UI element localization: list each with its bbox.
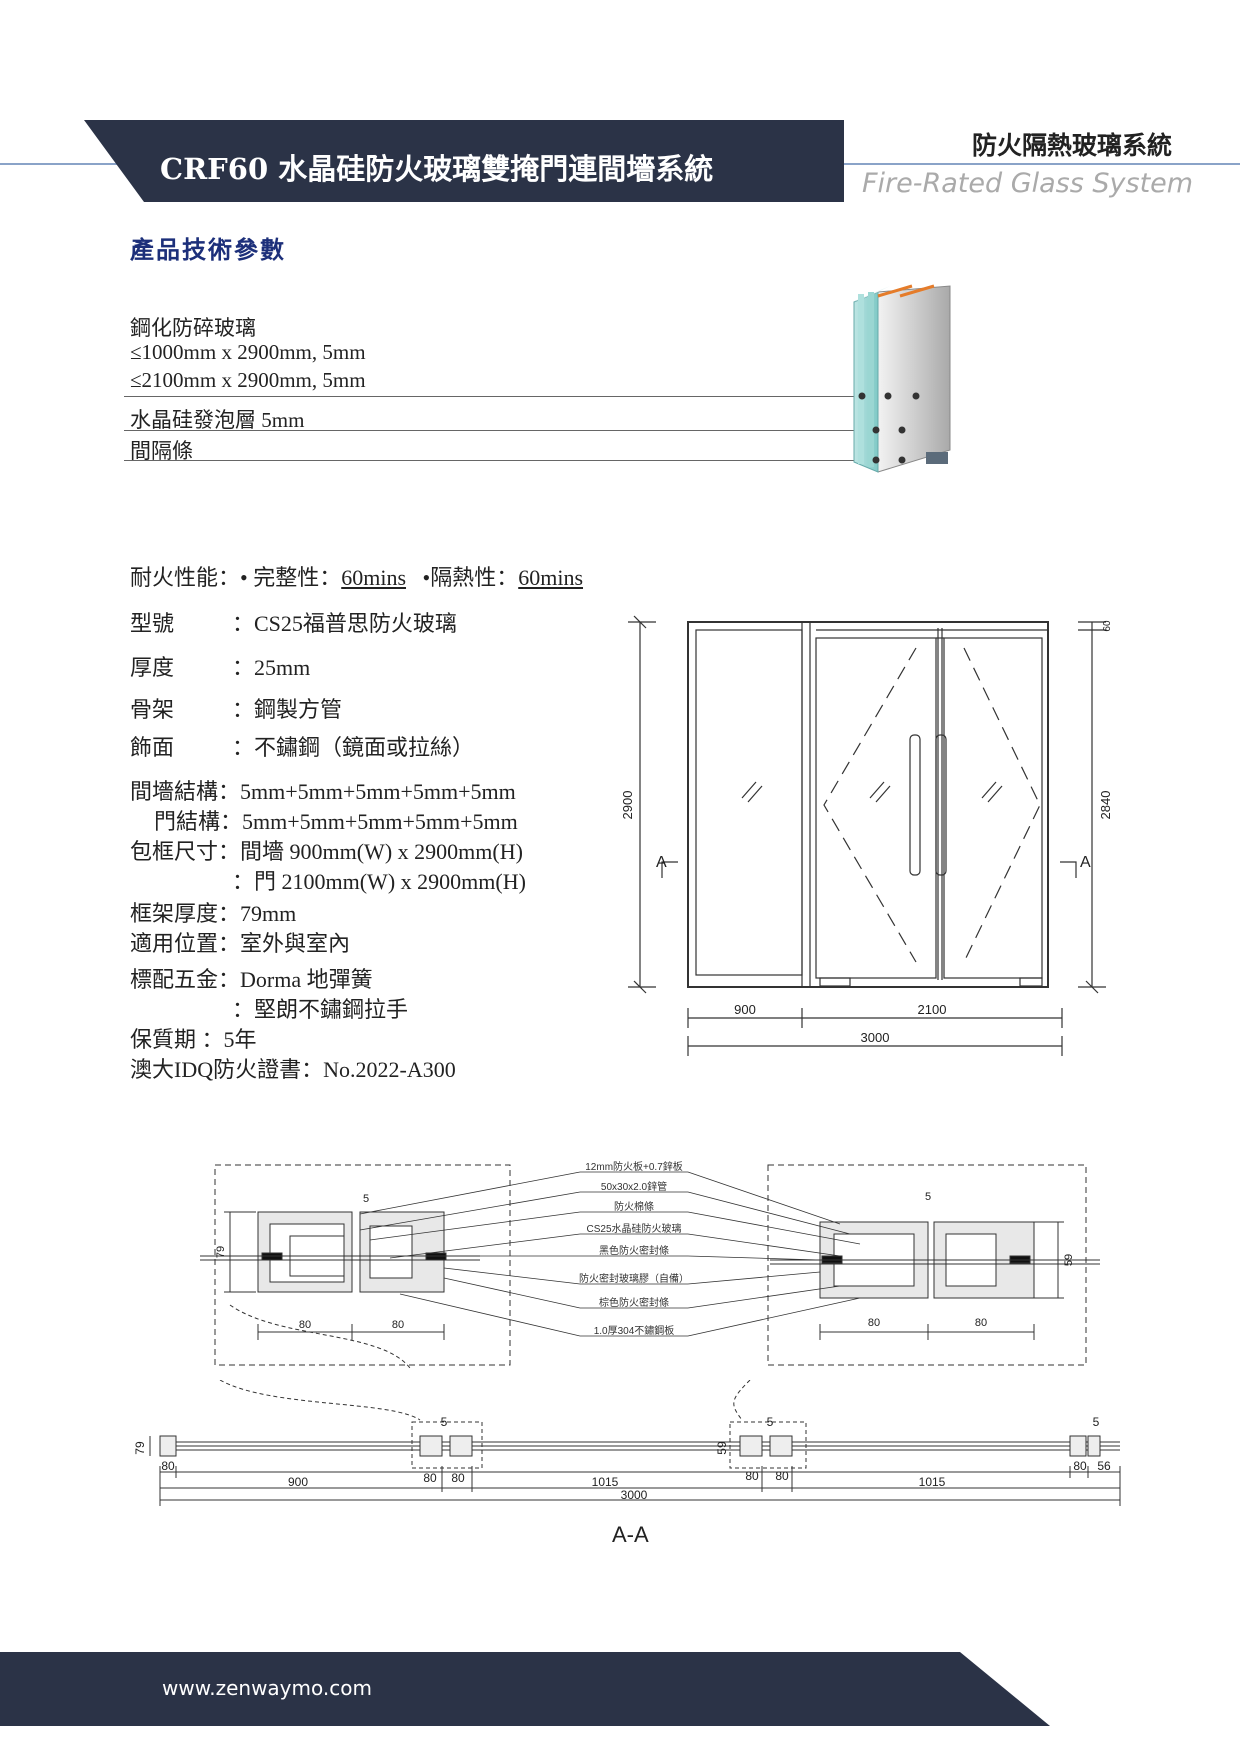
integrity-label: • 完整性： <box>240 565 342 590</box>
elevation-drawing: 2900 2840 60 A A 900 2100 3000 <box>620 615 1113 1056</box>
layer-glass-size2: ≤2100mm x 2900mm, 5mm <box>130 368 366 392</box>
plan-dim-3000: 3000 <box>621 1488 648 1502</box>
dim-height-door: 2840 <box>1098 791 1113 820</box>
detail-label-6: 防火密封玻璃膠（自備） <box>579 1272 689 1285</box>
layer-spacer: 間隔條 <box>130 439 193 463</box>
dim-top-gap: 60 <box>1102 620 1113 632</box>
spec-thickness-label: 厚度 <box>130 655 175 680</box>
detail-right-w1: 80 <box>868 1317 880 1329</box>
spec-frame-depth: 框架厚度：79mm <box>130 901 297 926</box>
spec-wall-structure: 間墻結構：5mm+5mm+5mm+5mm+5mm <box>130 779 516 804</box>
detail-label-3: 防火棉條 <box>614 1200 654 1213</box>
leader-line-glass <box>124 396 864 397</box>
category-title: 防火隔熱玻璃系統 <box>972 131 1173 160</box>
plan-dim-5b: 5 <box>767 1415 774 1429</box>
dim-width-wall: 900 <box>734 1002 756 1017</box>
detail-left-top-dim: 5 <box>363 1193 369 1205</box>
plan-dim-80a: 80 <box>161 1459 175 1473</box>
plan-height-59: 59 <box>715 1441 729 1455</box>
fire-rating: 耐火性能：• 完整性：60mins •隔熱性：60mins <box>130 560 583 592</box>
detail-label-4: CS25水晶硅防火玻璃 <box>586 1222 681 1235</box>
plan-height-79: 79 <box>133 1441 147 1455</box>
plan-dim-80b: 80 <box>423 1471 437 1485</box>
section-mark-left: A <box>656 854 667 871</box>
plan-dim-5a: 5 <box>441 1415 448 1429</box>
detail-left-height: 79 <box>215 1246 227 1258</box>
layer-glass-size1: ≤1000mm x 2900mm, 5mm <box>130 340 366 364</box>
detail-label-5: 黑色防火密封條 <box>599 1244 669 1257</box>
insulation-value: 60mins <box>518 565 584 590</box>
detail-left-w1: 80 <box>299 1319 311 1331</box>
integrity-value: 60mins <box>341 565 407 590</box>
plan-dim-5c: 5 <box>1093 1415 1100 1429</box>
dim-width-total: 3000 <box>861 1030 890 1045</box>
detail-right-w2: 80 <box>975 1317 987 1329</box>
spec-frame-value: ：鋼製方管 <box>232 697 343 722</box>
category-subtitle: Fire-Rated Glass System <box>862 168 1194 199</box>
detail-label-8: 1.0厚304不鏽鋼板 <box>594 1324 675 1337</box>
plan-dim-1015a: 1015 <box>592 1475 619 1489</box>
plan-dim-80e: 80 <box>775 1469 789 1483</box>
detail-label-7: 棕色防火密封條 <box>599 1296 669 1309</box>
plan-dim-900: 900 <box>288 1475 308 1489</box>
spec-hardware1: 標配五金：Dorma 地彈簧 <box>130 967 373 992</box>
dim-width-door: 2100 <box>918 1002 947 1017</box>
plan-dim-80f: 80 <box>1073 1459 1087 1473</box>
leader-line-spacer <box>124 460 904 461</box>
fire-label: 耐火性能： <box>130 565 241 590</box>
layer-glass-name: 鋼化防碎玻璃 <box>130 316 256 340</box>
plan-dim-80d: 80 <box>745 1469 759 1483</box>
dim-height-total: 2900 <box>620 791 635 820</box>
detail-label-1: 12mm防火板+0.7鋅板 <box>585 1160 683 1173</box>
footer-bar <box>0 1652 1050 1726</box>
glass-layer-illustration <box>853 284 951 473</box>
spec-hardware2: ：堅朗不鏽鋼拉手 <box>232 997 409 1022</box>
plan-section-drawing: 79 59 5 5 5 80 80 80 80 80 80 56 900 101… <box>133 1380 1121 1506</box>
spec-frame-size-door: ：門 2100mm(W) x 2900mm(H) <box>232 869 526 894</box>
detail-left-w2: 80 <box>392 1319 404 1331</box>
section-mark-right: A <box>1080 854 1091 871</box>
spec-frame-size-wall: 包框尺寸：間墻 900mm(W) x 2900mm(H) <box>130 839 523 864</box>
spec-finish-value: ：不鏽鋼（鏡面或拉絲） <box>232 735 475 760</box>
section-title: 產品技術參數 <box>130 235 286 264</box>
spec-door-structure: 門結構：5mm+5mm+5mm+5mm+5mm <box>154 809 518 834</box>
spec-certificate: 澳大IDQ防火證書：No.2022-A300 <box>130 1057 456 1082</box>
section-caption: A-A <box>612 1522 649 1547</box>
leader-line-foam <box>124 430 884 431</box>
spec-frame-label: 骨架 <box>130 697 175 722</box>
plan-dim-56: 56 <box>1097 1459 1111 1473</box>
layer-foam: 水晶硅發泡層 5mm <box>130 408 305 432</box>
spec-warranty: 保質期 ：5年 <box>130 1027 257 1052</box>
footer-website-link[interactable]: www.zenwaymo.com <box>162 1676 372 1700</box>
spec-model-label: 型號 <box>130 611 175 636</box>
detail-right-top-dim: 5 <box>925 1191 931 1203</box>
plan-dim-80c: 80 <box>451 1471 465 1485</box>
detail-section-drawing: 12mm防火板+0.7鋅板 50x30x2.0鋅管 防火棉條 CS25水晶硅防火… <box>200 1160 1100 1369</box>
spec-application: 適用位置：室外與室內 <box>130 931 351 956</box>
spec-model-value: ：CS25福普思防火玻璃 <box>232 611 457 636</box>
spec-thickness-value: ：25mm <box>232 655 311 680</box>
insulation-label: •隔熱性： <box>422 565 519 590</box>
header-title-bar <box>84 120 844 202</box>
detail-label-2: 50x30x2.0鋅管 <box>601 1180 667 1193</box>
detail-right-height: 59 <box>1063 1254 1075 1266</box>
spec-finish-label: 飾面 <box>130 735 175 760</box>
plan-dim-1015b: 1015 <box>919 1475 946 1489</box>
page-title: CRF60 水晶硅防火玻璃雙掩門連間墻系統 <box>160 152 714 186</box>
